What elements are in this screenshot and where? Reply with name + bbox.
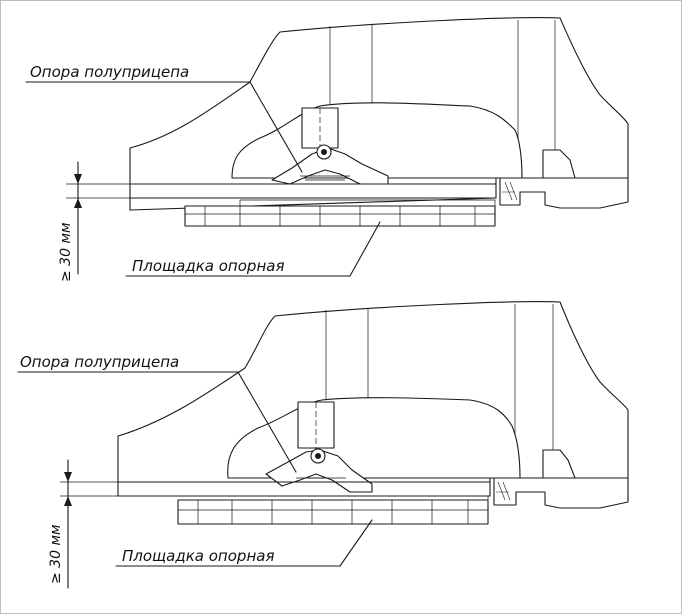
platform-leader xyxy=(115,519,373,567)
support-platform xyxy=(177,495,489,525)
clearance-label: ≥ 30 мм xyxy=(48,524,64,584)
end-beam xyxy=(499,177,629,209)
clearance-dimension xyxy=(60,459,228,589)
figure-top: Опора полуприцепа Площадка опорная ≥ 30 … xyxy=(25,17,629,282)
trailer-body-outline xyxy=(129,17,629,211)
support-leader xyxy=(17,371,297,473)
platform-label: Площадка опорная xyxy=(132,257,284,275)
support-label: Опора полуприцепа xyxy=(20,353,179,371)
support-platform xyxy=(184,199,496,227)
support-leader xyxy=(25,81,303,173)
end-beam xyxy=(493,477,629,509)
platform-leader xyxy=(125,221,381,277)
figure-bottom: Опора полуприцепа Площадка опорная ≥ 30 … xyxy=(17,301,629,589)
clearance-dimension xyxy=(66,161,232,275)
trailer-body-outline xyxy=(117,301,629,497)
platform-label: Площадка опорная xyxy=(122,547,274,565)
support-foot xyxy=(271,147,389,185)
support-label: Опора полуприцепа xyxy=(30,63,189,81)
clearance-label: ≥ 30 мм xyxy=(58,222,74,282)
